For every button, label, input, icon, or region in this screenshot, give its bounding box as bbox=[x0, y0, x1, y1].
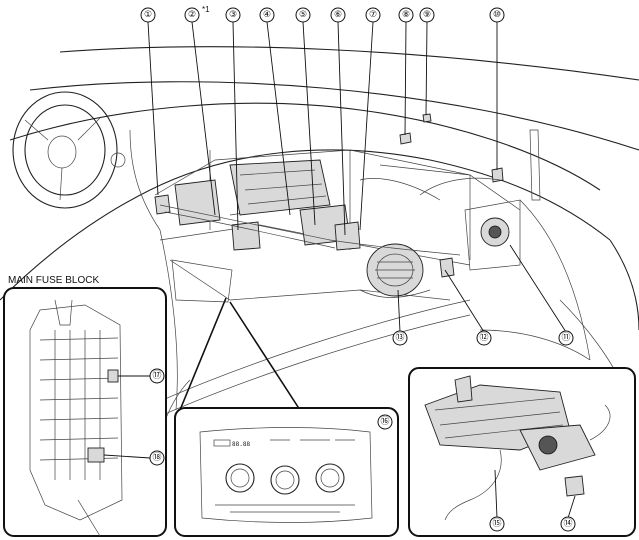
hvac-unit bbox=[154, 159, 361, 251]
callout-3-label: ③ bbox=[229, 10, 237, 20]
callout-13-label: ⑬ bbox=[395, 332, 404, 343]
callout-set: ① ② *1 ③ ④ ⑤ ⑥ ⑦ ⑧ ⑨ ⑩ ⑪ ⑫ ⑬ bbox=[140, 5, 574, 346]
callout-18-label: ⑱ bbox=[152, 452, 161, 463]
callout-10: ⑩ bbox=[489, 7, 505, 23]
callout-9: ⑨ bbox=[419, 7, 435, 23]
note-mark: *1 bbox=[202, 5, 210, 14]
callout-4: ④ bbox=[259, 7, 275, 23]
callout-18: ⑱ bbox=[149, 450, 165, 466]
callout-17-label: ⑰ bbox=[152, 370, 161, 381]
callout-10-label: ⑩ bbox=[493, 10, 501, 20]
callout-5-label: ⑤ bbox=[299, 10, 307, 20]
callout-1: ① bbox=[140, 7, 156, 23]
callout-2: ② bbox=[184, 7, 200, 23]
callout-8-label: ⑧ bbox=[402, 10, 410, 20]
callout-15-label: ⑮ bbox=[492, 518, 501, 529]
callout-6: ⑥ bbox=[330, 7, 346, 23]
callout-6-label: ⑥ bbox=[334, 10, 342, 20]
right-side-parts bbox=[359, 113, 541, 278]
callout-16: ⑯ bbox=[377, 414, 393, 430]
callout-16-label: ⑯ bbox=[380, 416, 389, 427]
blower-motor bbox=[366, 243, 424, 297]
callout-14: ⑭ bbox=[560, 516, 576, 532]
callout-3: ③ bbox=[225, 7, 241, 23]
callout-12: ⑫ bbox=[476, 330, 492, 346]
callout-7-label: ⑦ bbox=[369, 10, 377, 20]
callout-5: ⑤ bbox=[295, 7, 311, 23]
callout-1-label: ① bbox=[144, 10, 152, 20]
callout-11: ⑪ bbox=[558, 330, 574, 346]
callout-9-label: ⑨ bbox=[423, 10, 431, 20]
fuse-block-panel: ⑰ ⑱ bbox=[3, 287, 167, 537]
callout-12-label: ⑫ bbox=[479, 332, 488, 343]
callout-15: ⑮ bbox=[489, 516, 505, 532]
callout-13: ⑬ bbox=[392, 330, 408, 346]
callout-4-label: ④ bbox=[263, 10, 271, 20]
display-readout: 88.88 bbox=[232, 441, 250, 448]
climate-control-panel: 88.88 ⑯ bbox=[174, 407, 399, 537]
zoom-wedge bbox=[171, 259, 301, 411]
callout-7: ⑦ bbox=[365, 7, 381, 23]
callout-14-label: ⑭ bbox=[563, 518, 572, 529]
callout-11-label: ⑪ bbox=[561, 332, 570, 343]
steering-wheel bbox=[12, 91, 126, 209]
fuse-block-title: MAIN FUSE BLOCK bbox=[8, 275, 99, 286]
callout-17: ⑰ bbox=[149, 368, 165, 384]
callout-8: ⑧ bbox=[398, 7, 414, 23]
hvac-detail-panel: ⑮ ⑭ bbox=[408, 367, 636, 537]
leader-lines bbox=[147, 21, 567, 333]
wiring-harness bbox=[159, 204, 461, 298]
callout-2-label: ② bbox=[188, 10, 196, 20]
